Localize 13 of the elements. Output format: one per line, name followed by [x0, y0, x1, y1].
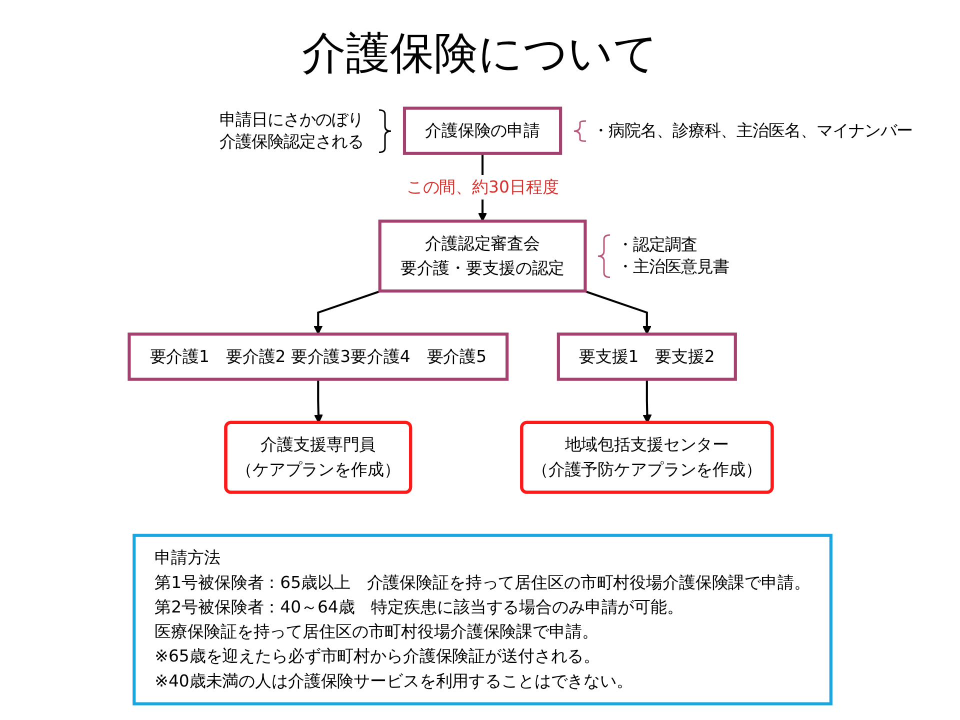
side-note: ・主治医意見書 — [617, 256, 730, 278]
node-box: 介護認定審査会 要介護・要支援の認定 — [378, 220, 587, 293]
side-note: ・病院名、診療科、主治医名、マイナンバー — [592, 120, 912, 142]
node-box: 申請方法 第1号被保険者：65歳以上 介護保険証を持って居住区の市町村役場介護保険課で申請。 第2号被保険者：40～64歳 特定疾患に該当する場合のみ申請が可能。 医療保険証を持って居住区の市町村役場介護保険課で申請。 ※65歳を迎えたら必ず市町村から介護保険証が送付される。 ※40歳未満の人は介護保険サービスを利用することはできない。 — [132, 534, 832, 706]
node-box: 要支援1 要支援2 — [556, 332, 737, 381]
node-box: 介護保険の申請 — [402, 106, 562, 155]
side-note: ・認定調査 — [617, 234, 698, 256]
arrow — [584, 290, 652, 335]
node-box: 要介護1 要介護2 要介護3要介護4 要介護5 — [128, 332, 509, 381]
side-note: 申請日にさかのぼり介護保険認定される — [220, 108, 365, 153]
arrow — [314, 290, 382, 335]
title: 介護保険について — [302, 27, 658, 81]
edge-label: この間、約30日程度 — [406, 177, 559, 197]
